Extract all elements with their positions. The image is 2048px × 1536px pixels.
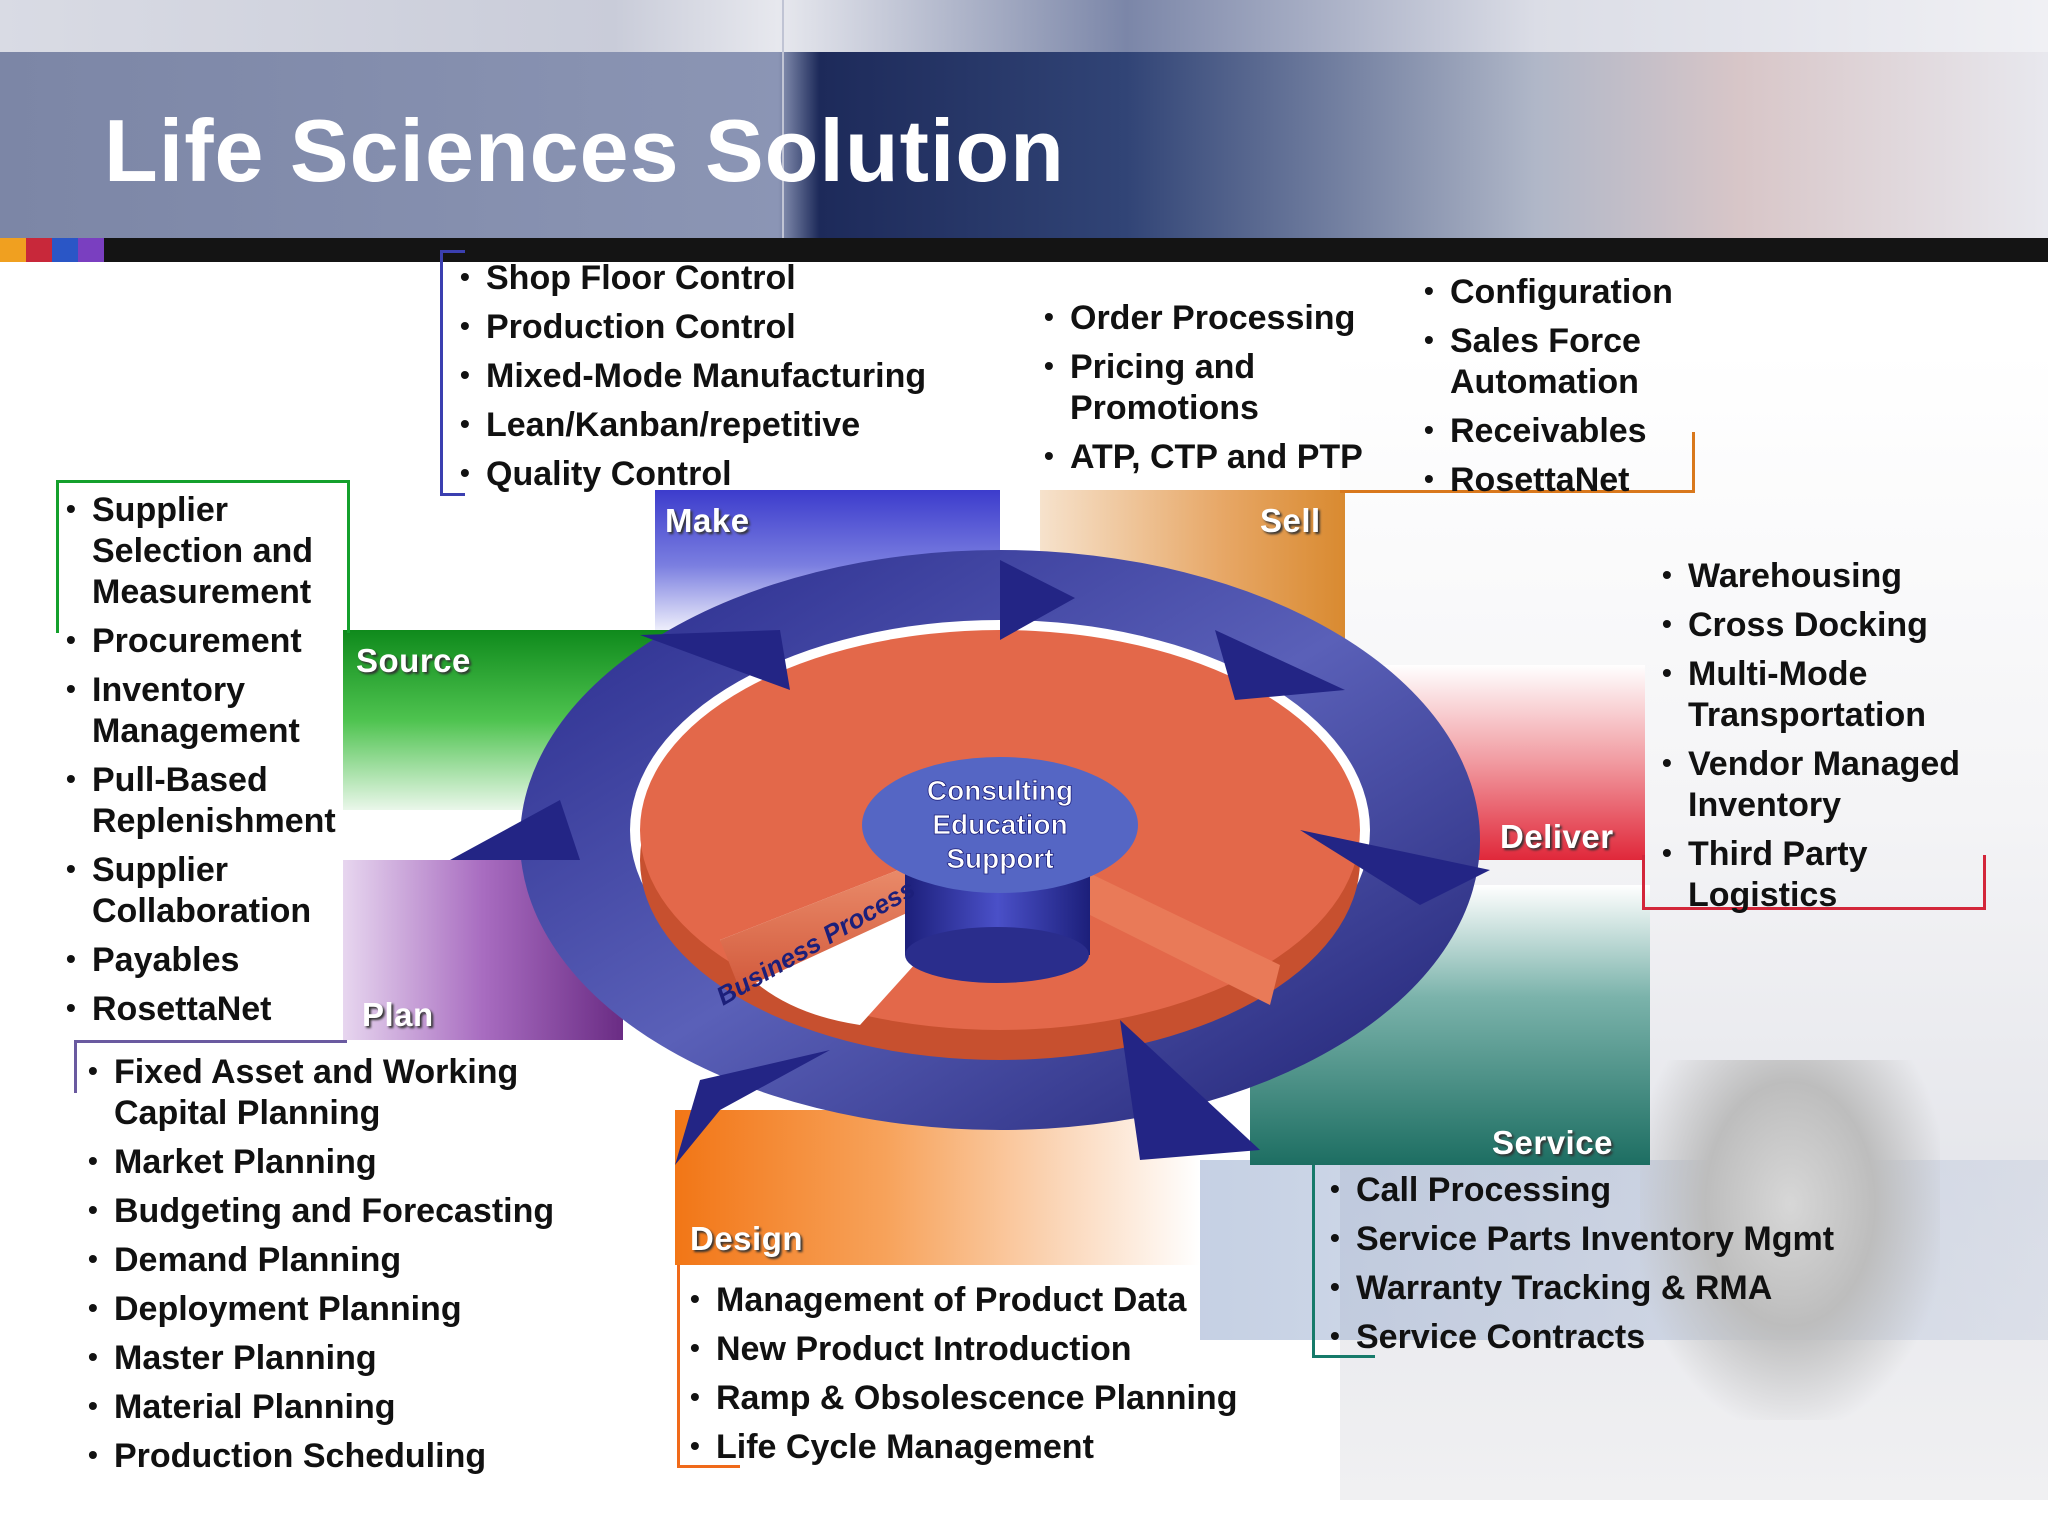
list-item: Configuration [1424, 270, 1714, 313]
list-item: Pricing and Promotions [1044, 345, 1384, 429]
hub-cylinder-bottom [905, 927, 1089, 983]
hub-cylinder-top [862, 757, 1138, 893]
service-label: Service [1492, 1124, 1613, 1161]
list-item: Demand Planning [88, 1238, 588, 1281]
list-item: Mixed-Mode Manufacturing [460, 354, 980, 397]
list-item: Service Parts Inventory Mgmt [1330, 1217, 1890, 1260]
list-item: RosettaNet [66, 987, 346, 1030]
list-item: Production Control [460, 305, 980, 348]
list-item: Inventory Management [66, 668, 346, 752]
list-item: Supplier Selection and Measurement [66, 488, 346, 613]
service-capability-list: Call Processing Service Parts Inventory … [1330, 1168, 1890, 1366]
list-item: Shop Floor Control [460, 256, 980, 299]
design-tile [675, 1110, 1200, 1265]
list-item: Life Cycle Management [690, 1425, 1270, 1468]
sell-capability-list-right: Configuration Sales Force Automation Rec… [1424, 270, 1714, 509]
source-capability-list: Supplier Selection and Measurement Procu… [66, 488, 346, 1038]
list-item: Fixed Asset and Working Capital Planning [88, 1050, 588, 1134]
header-divider [782, 0, 784, 240]
header-top-stripe [0, 0, 2048, 52]
hub-label-line-1: Consulting [927, 775, 1073, 806]
list-item: Warranty Tracking & RMA [1330, 1266, 1890, 1309]
title-underline-bar [0, 238, 2048, 262]
list-item: Service Contracts [1330, 1315, 1890, 1358]
list-item: Master Planning [88, 1336, 588, 1379]
ring-arrow-deliver-service [1300, 830, 1490, 905]
deliver-capability-list: Warehousing Cross Docking Multi-Mode Tra… [1662, 554, 1992, 924]
ring-arrow-sell-deliver [1215, 630, 1345, 700]
list-item: Ramp & Obsolescence Planning [690, 1376, 1270, 1419]
color-chip [0, 238, 26, 262]
list-item: RosettaNet [1424, 458, 1714, 501]
design-capability-list: Management of Product Data New Product I… [690, 1278, 1270, 1476]
sell-capability-list-left: Order Processing Pricing and Promotions … [1044, 296, 1384, 486]
hub-label-line-2: Education [932, 809, 1067, 840]
hub-label-line-3: Support [946, 843, 1053, 874]
list-item: Deployment Planning [88, 1287, 588, 1330]
ring-arrow-service-design [1120, 1020, 1260, 1160]
ring-arrow-plan-source [450, 800, 580, 860]
make-label: Make [665, 502, 750, 539]
list-item: Budgeting and Forecasting [88, 1189, 588, 1232]
list-item: Procurement [66, 619, 346, 662]
plan-bracket [74, 1040, 347, 1093]
source-bracket [56, 480, 350, 633]
color-chip [26, 238, 52, 262]
ring-arrow-design-plan [675, 1050, 830, 1165]
list-item: Lean/Kanban/repetitive [460, 403, 980, 446]
list-item: Call Processing [1330, 1168, 1890, 1211]
list-item: New Product Introduction [690, 1327, 1270, 1370]
list-item: Payables [66, 938, 346, 981]
list-item: Sales Force Automation [1424, 319, 1714, 403]
page-title: Life Sciences Solution [104, 101, 1065, 200]
color-chip [78, 238, 104, 262]
plan-label: Plan [362, 996, 434, 1033]
list-item: Order Processing [1044, 296, 1384, 339]
list-item: Third Party Logistics [1662, 832, 1992, 916]
plan-capability-list: Fixed Asset and Working Capital Planning… [88, 1050, 588, 1485]
ring-arrow-source-make [640, 630, 790, 690]
list-item: Production Scheduling [88, 1434, 588, 1477]
list-item: Cross Docking [1662, 603, 1992, 646]
list-item: Multi-Mode Transportation [1662, 652, 1992, 736]
list-item: Receivables [1424, 409, 1714, 452]
make-bracket [440, 250, 465, 496]
list-item: ATP, CTP and PTP [1044, 435, 1384, 478]
make-capability-list: Shop Floor Control Production Control Mi… [460, 256, 980, 503]
list-item: Warehousing [1662, 554, 1992, 597]
deliver-label: Deliver [1500, 818, 1614, 855]
sell-label: Sell [1260, 502, 1321, 539]
list-item: Material Planning [88, 1385, 588, 1428]
color-chip [52, 238, 78, 262]
list-item: Quality Control [460, 452, 980, 495]
source-label: Source [356, 642, 471, 679]
list-item: Supplier Collaboration [66, 848, 346, 932]
list-item: Market Planning [88, 1140, 588, 1183]
list-item: Pull-Based Replenishment [66, 758, 346, 842]
list-item: Vendor Managed Inventory [1662, 742, 1992, 826]
design-label: Design [690, 1220, 804, 1257]
list-item: Management of Product Data [690, 1278, 1270, 1321]
ring-arrow-make-sell [1000, 560, 1075, 640]
